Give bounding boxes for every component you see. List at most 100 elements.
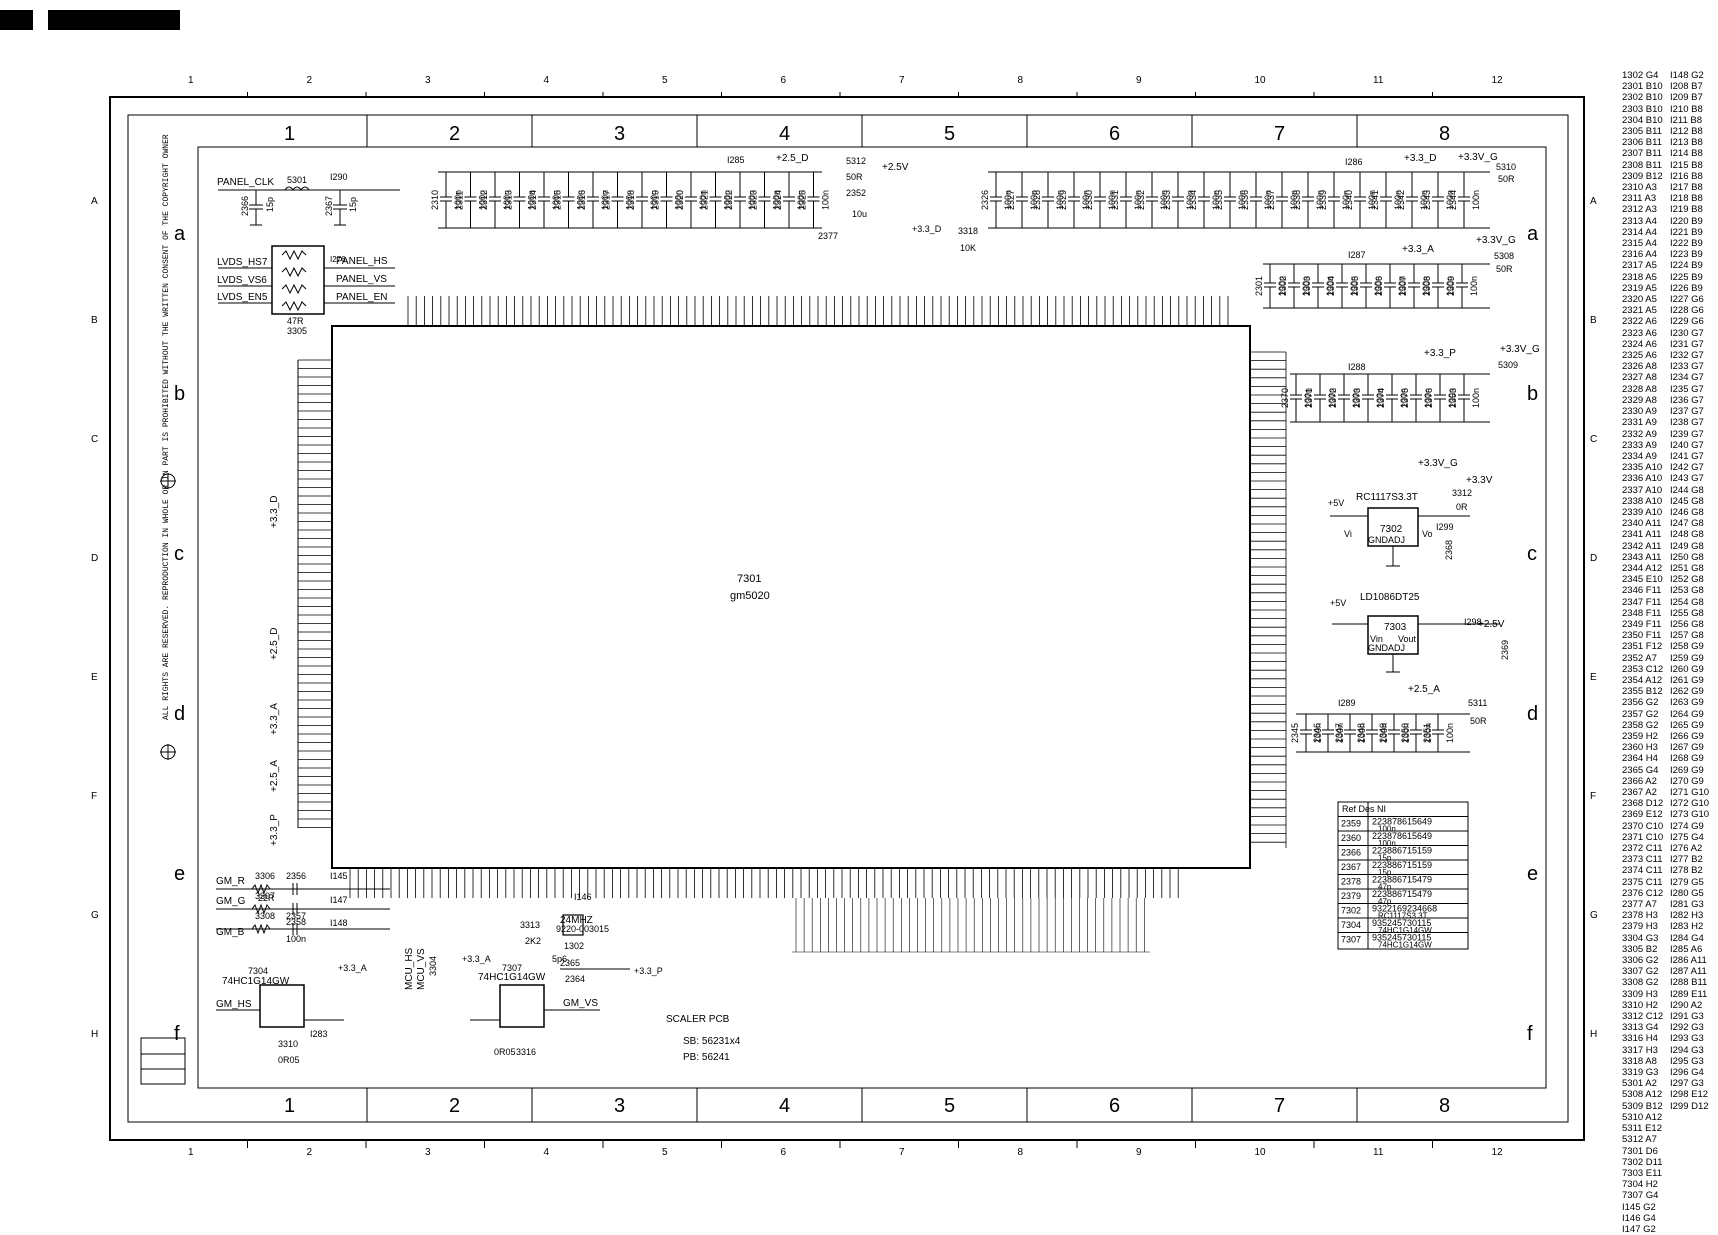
cap-2347-ref: 2347 bbox=[1334, 723, 1344, 743]
cap-2331-val: 100n bbox=[1133, 190, 1143, 210]
xref-item: 2307 B11 bbox=[1622, 148, 1662, 160]
xref-item: 2358 G2 bbox=[1622, 719, 1659, 731]
xref-item: 2311 A3 bbox=[1622, 193, 1657, 205]
xref-item: 2378 H3 bbox=[1622, 910, 1658, 922]
panel-en-label: PANEL_EN bbox=[336, 292, 388, 303]
xref-item: I299 D12 bbox=[1670, 1100, 1709, 1112]
xref-item: I213 B8 bbox=[1670, 137, 1703, 149]
cap-2332-ref: 2332 bbox=[1136, 190, 1146, 210]
buf1-rv: 0R05 bbox=[278, 1055, 300, 1065]
cap-2371-ref: 2371 bbox=[1304, 388, 1314, 408]
cap-2326-ref: 2326 bbox=[980, 190, 990, 210]
cap-2339-ref: 2339 bbox=[1318, 190, 1328, 210]
cap-2319-val: 100n bbox=[674, 190, 684, 210]
xref-item: I268 G9 bbox=[1670, 753, 1704, 765]
rail-25d-net: +2.5_D bbox=[776, 153, 809, 164]
xref-item: 2343 A11 bbox=[1622, 551, 1662, 563]
cap-2321-val: 100n bbox=[723, 190, 733, 210]
cap-2353-ref: 2353 bbox=[1448, 388, 1458, 408]
xref-item: I225 B9 bbox=[1670, 271, 1703, 283]
cap-2310-ref: 2310 bbox=[430, 190, 440, 210]
outer-col-1-top: 1 bbox=[188, 75, 194, 86]
xref-item: 3305 B2 bbox=[1622, 943, 1658, 955]
xref-item: 5309 B12 bbox=[1622, 1100, 1663, 1112]
xtal-r: 3313 bbox=[520, 920, 540, 930]
cap-2314-val: 100n bbox=[551, 190, 561, 210]
buf2-rv: 0R05 bbox=[494, 1047, 516, 1057]
xref-item: 5310 A12 bbox=[1622, 1111, 1663, 1123]
xref-item: 3316 H4 bbox=[1622, 1033, 1658, 1045]
bom-code-2366: 223886715159 bbox=[1372, 846, 1432, 856]
inner-row-f-left: f bbox=[174, 1023, 180, 1045]
xref-item: I250 G8 bbox=[1670, 551, 1704, 563]
inner-row-a-left: a bbox=[174, 223, 186, 245]
xref-row: 5310 A12 bbox=[1622, 1112, 1714, 1123]
net-a33: +3.3_A bbox=[269, 703, 280, 735]
cap-2351-val: 100n bbox=[1445, 723, 1455, 743]
bottom-bus-nets bbox=[795, 898, 1145, 952]
c2366-ref: 2366 bbox=[240, 196, 250, 216]
xref-item: 2350 F11 bbox=[1622, 630, 1662, 642]
inner-row-d-right: d bbox=[1527, 703, 1538, 725]
xref-item: 7304 H2 bbox=[1622, 1179, 1658, 1191]
rail-25d-ref: I285 bbox=[727, 155, 745, 165]
ic-7301-right-pins bbox=[1250, 351, 1287, 848]
cap-2340-val: 100n bbox=[1367, 190, 1377, 210]
c2358-ref: 2358 bbox=[286, 917, 306, 927]
cap-2308-val: 100n bbox=[1445, 276, 1455, 296]
xref-item: 2321 A5 bbox=[1622, 305, 1657, 317]
outer-col-12-bottom: 12 bbox=[1492, 1147, 1504, 1158]
cap-2372-ref: 2372 bbox=[1328, 388, 1338, 408]
cap-2313-ref: 2313 bbox=[504, 190, 514, 210]
xref-item: I235 G7 bbox=[1670, 383, 1704, 395]
bom-code-2360: 223878615649 bbox=[1372, 831, 1432, 841]
xref-item: 2366 A2 bbox=[1622, 775, 1657, 787]
xref-item: I264 G9 bbox=[1670, 708, 1704, 720]
reg1-out2: +3.3V bbox=[1466, 475, 1493, 486]
xref-item: I286 A11 bbox=[1670, 955, 1707, 967]
r3304-ref: 3304 bbox=[428, 956, 438, 976]
cap-2330-ref: 2330 bbox=[1084, 190, 1094, 210]
cap-2323-val: 100n bbox=[772, 190, 782, 210]
xref-item: 2374 C11 bbox=[1622, 865, 1663, 877]
cap-2370-ref: 2370 bbox=[1280, 388, 1290, 408]
cap-2314-ref: 2314 bbox=[528, 190, 538, 210]
xref-item: I283 H2 bbox=[1670, 921, 1704, 933]
inner-row-b-left: b bbox=[174, 383, 185, 405]
xref-row: 5309 B12 I299 D12 bbox=[1622, 1101, 1714, 1112]
analog-input-section bbox=[216, 883, 390, 935]
cap-2304-val: 100n bbox=[1349, 276, 1359, 296]
bom-val-2359: 100n bbox=[1378, 825, 1396, 834]
cap-2305-ref: 2305 bbox=[1350, 276, 1360, 296]
xref-item: 2339 A10 bbox=[1622, 506, 1663, 518]
bom-val-7304: 74HC1G14GW bbox=[1378, 926, 1432, 935]
cap-2349-ref: 2349 bbox=[1378, 723, 1388, 743]
outer-row-G-right: G bbox=[1590, 910, 1598, 921]
xref-item: 2354 A12 bbox=[1622, 674, 1663, 686]
outer-col-2-bottom: 2 bbox=[307, 1147, 313, 1158]
reg1-part: RC1117S3.3T bbox=[1356, 492, 1418, 503]
reg1-gnd: GNDADJ bbox=[1368, 535, 1405, 545]
gm-g-label: GM_G bbox=[216, 896, 246, 907]
cap-2324-ref: 2324 bbox=[773, 190, 783, 210]
cap-2317-val: 100n bbox=[625, 190, 635, 210]
xref-item: 2342 A11 bbox=[1622, 540, 1662, 552]
